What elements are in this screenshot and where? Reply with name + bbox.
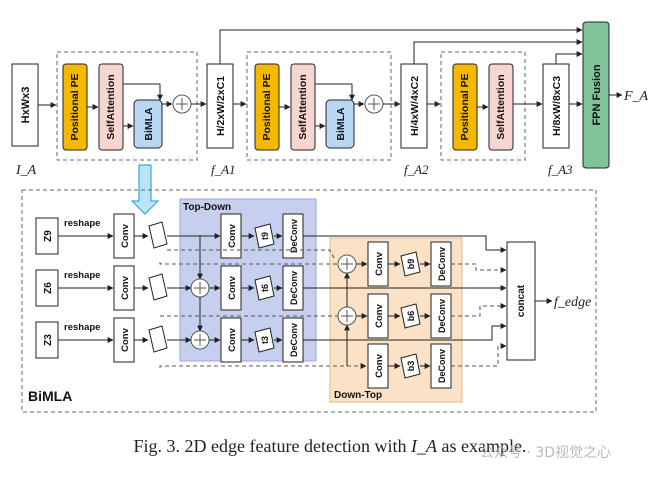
t9-label: t9	[260, 232, 270, 240]
down-top-label: Down-Top	[334, 390, 382, 401]
stage2-group	[246, 51, 392, 161]
stage1-output-caption: f_A1	[211, 162, 236, 177]
feature-map-icon-2	[148, 273, 168, 301]
b3-label: b3	[406, 361, 416, 372]
stage3-attn-label: SelfAttention	[495, 74, 507, 139]
conv-in-1-label: Conv	[120, 223, 131, 247]
t6-map	[254, 275, 275, 301]
td-conv-1-label: Conv	[227, 223, 238, 247]
feature-map-icon-1	[148, 221, 168, 249]
td-conv-2-label: Conv	[227, 275, 238, 299]
watermark: 公众号 · 3D视觉之心	[480, 445, 612, 461]
reshape-label-3: reshape	[64, 322, 100, 333]
z3-label: Z3	[43, 334, 54, 346]
td-deconv-3-label: DeConv	[289, 323, 299, 357]
stage2-bimla-block	[325, 99, 355, 149]
stage3-output-label: H/8xW/8xC3	[551, 76, 563, 136]
stage3-group	[440, 51, 526, 161]
caption-var: I_A	[410, 436, 437, 456]
stage3-output-box	[542, 63, 570, 149]
stage1-pe-label: Positional PE	[69, 73, 81, 140]
stage1-self-attention	[98, 63, 124, 151]
stage2-output-label: H/4xW/4xC2	[409, 76, 421, 136]
input-label: HxWx3	[20, 87, 32, 124]
stage3-pe-label: Positional PE	[459, 73, 471, 140]
input-caption: I_A	[15, 163, 37, 178]
bimla-detail-frame	[21, 189, 597, 413]
stage1-attn-label: SelfAttention	[105, 74, 117, 139]
figure-caption: Fig. 3. 2D edge feature detection with I…	[0, 436, 660, 457]
stage1-bimla-block	[133, 99, 163, 149]
dt-deconv-2-label: DeConv	[437, 299, 447, 333]
td-deconv-1-label: DeConv	[289, 219, 299, 253]
b6-label: b6	[406, 311, 416, 322]
stage3-output-caption: f_A3	[548, 162, 573, 177]
concat-label: concat	[516, 284, 527, 317]
fpn-label: FPN Fusion	[591, 64, 603, 125]
stage2-bimla-label: BiMLA	[335, 107, 347, 141]
input-box	[11, 63, 39, 147]
b9-label: b9	[406, 259, 416, 270]
stage1-bimla-label: BiMLA	[143, 107, 155, 141]
dt-deconv-1-label: DeConv	[437, 247, 447, 281]
caption-prefix: Fig. 3. 2D edge feature detection with	[133, 436, 411, 456]
b9-map	[400, 251, 421, 277]
stage1-output-box	[206, 63, 234, 149]
t9-map	[254, 223, 275, 249]
stage2-output-caption: f_A2	[404, 162, 429, 177]
z9-label: Z9	[43, 230, 54, 242]
stage2-pe-label: Positional PE	[261, 73, 273, 140]
top-down-label: Top-Down	[183, 202, 231, 213]
dt-conv-1-label: Conv	[374, 251, 385, 275]
t6-label: t6	[260, 284, 270, 292]
t3-label: t3	[260, 336, 270, 344]
b3-map	[400, 353, 421, 379]
fpn-output-caption: F_A	[623, 89, 649, 104]
reshape-label-1: reshape	[64, 218, 100, 229]
stage1-group	[56, 51, 198, 161]
stage2-attn-label: SelfAttention	[297, 74, 309, 139]
stage2-self-attention	[290, 63, 316, 151]
z6-label: Z6	[43, 282, 54, 294]
b6-map	[400, 303, 421, 329]
td-deconv-2-label: DeConv	[289, 271, 299, 305]
reshape-label-2: reshape	[64, 270, 100, 281]
bimla-title: BiMLA	[28, 388, 72, 404]
stage1-output-label: H/2xW/2xC1	[215, 76, 227, 136]
dt-deconv-3-label: DeConv	[437, 349, 447, 383]
td-conv-3-label: Conv	[227, 327, 238, 351]
dt-conv-3-label: Conv	[374, 353, 385, 377]
conv-in-3-label: Conv	[120, 327, 131, 351]
conv-in-2-label: Conv	[120, 275, 131, 299]
stage3-self-attention	[488, 63, 514, 151]
caption-suffix: as example.	[436, 436, 527, 456]
t3-map	[254, 327, 275, 353]
dt-conv-2-label: Conv	[374, 303, 385, 327]
edge-output-caption: f_edge	[554, 295, 591, 310]
stage2-output-box	[400, 63, 428, 149]
feature-map-icon-3	[148, 325, 168, 353]
